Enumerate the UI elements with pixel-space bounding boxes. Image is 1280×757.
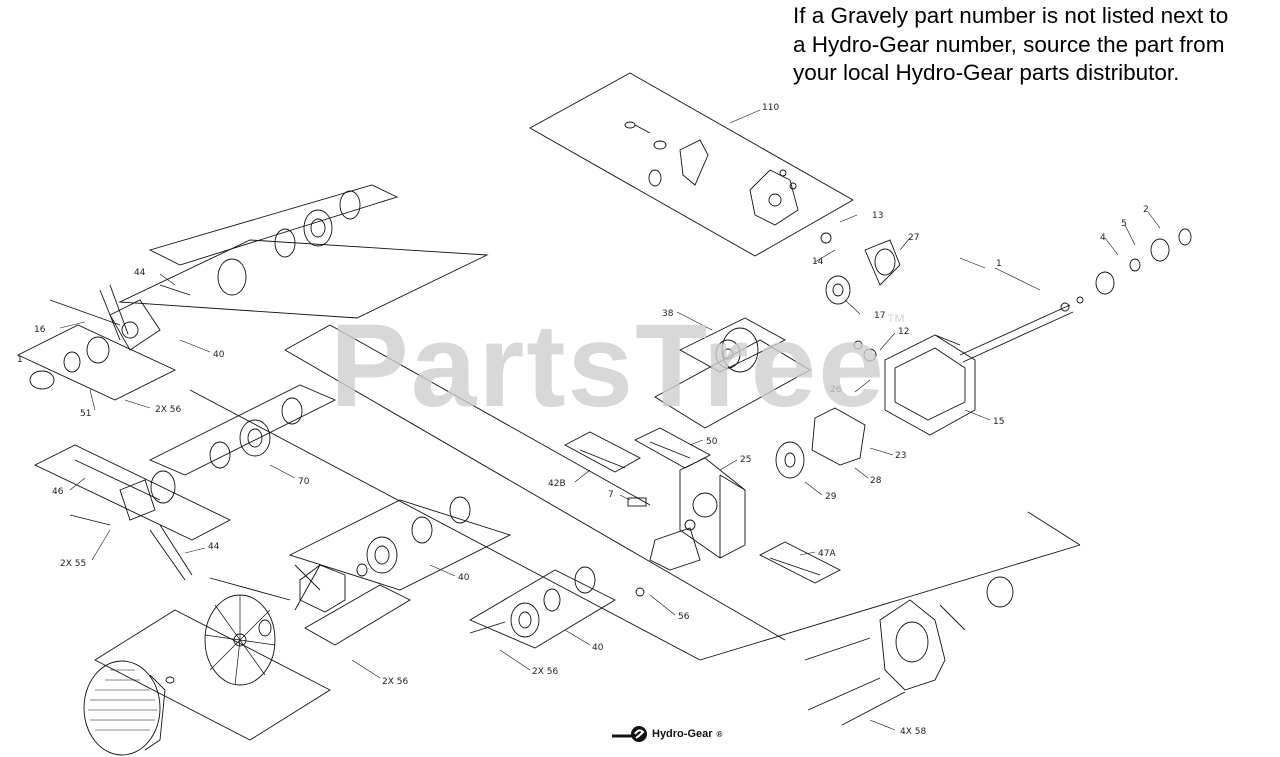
callout-40-middle: 40 <box>458 573 470 583</box>
callout-38: 38 <box>662 309 674 319</box>
middle-pump-box <box>148 384 337 476</box>
hydro-gear-swoosh-icon <box>612 726 647 742</box>
callout-13: 13 <box>872 211 883 221</box>
callout-12: 12 <box>898 327 909 337</box>
callout-1-left: 1 <box>17 355 23 365</box>
callout-46: 46 <box>52 487 64 497</box>
fan-assembly-box <box>94 609 331 741</box>
callout-25: 25 <box>740 455 751 465</box>
note-line-1: If a Gravely part number is not listed n… <box>793 3 1229 28</box>
note-line-3: your local Hydro-Gear parts distributor. <box>793 60 1180 85</box>
check-valves <box>564 427 841 584</box>
control-arm-parts <box>624 121 799 226</box>
leader-lines <box>59 109 1161 731</box>
gasket-28 <box>811 407 866 466</box>
callout-1: 1 <box>996 259 1002 269</box>
main-housing <box>853 334 976 436</box>
center-section <box>635 441 805 597</box>
callout-7: 7 <box>608 490 614 500</box>
callout-26: 26 <box>830 385 842 395</box>
cylinder-block <box>715 327 759 373</box>
callout-2: 2 <box>1143 205 1149 215</box>
callout-4x58: 4X 58 <box>900 727 926 737</box>
callout-110: 110 <box>762 103 779 113</box>
upper-left-components <box>29 190 361 390</box>
callout-5: 5 <box>1121 219 1127 229</box>
callout-14: 14 <box>812 257 824 267</box>
callout-2x55: 2X 55 <box>60 559 86 569</box>
middle-left-components <box>69 397 303 581</box>
callout-16: 16 <box>34 325 46 335</box>
callout-47a: 47A <box>818 549 836 559</box>
callout-50: 50 <box>706 437 718 447</box>
callout-27: 27 <box>908 233 919 243</box>
callout-42b: 42B <box>548 479 566 489</box>
hydro-gear-logo: Hydro-Gear® <box>612 724 722 744</box>
callout-2x56-lower: 2X 56 <box>382 677 408 687</box>
logo-text: Hydro-Gear <box>652 728 713 740</box>
swashplate-parts <box>820 232 901 305</box>
callout-56: 56 <box>678 612 690 622</box>
distributor-note: If a Gravely part number is not listed n… <box>793 2 1280 88</box>
callout-44-upper: 44 <box>134 268 146 278</box>
charge-pump-upper-box <box>118 239 489 319</box>
registered-symbol: ® <box>716 729 723 739</box>
callout-17: 17 <box>874 311 885 321</box>
input-shaft <box>959 228 1192 363</box>
lower-pump-components <box>209 496 471 613</box>
assembly-110-outline <box>529 72 854 257</box>
callout-23: 23 <box>895 451 906 461</box>
lower-center-pump-box <box>469 569 616 649</box>
lower-pump-box <box>288 499 512 591</box>
callout-4: 4 <box>1100 233 1106 243</box>
end-cap <box>804 576 1014 726</box>
callout-29: 29 <box>825 492 837 502</box>
end-cap-box <box>780 512 1085 680</box>
callout-44-lower: 44 <box>208 542 220 552</box>
callout-40-lower: 40 <box>592 643 604 653</box>
callout-40-upper: 40 <box>213 350 225 360</box>
callout-2x56-center: 2X 56 <box>532 667 558 677</box>
callout-70: 70 <box>298 477 310 487</box>
callout-51: 51 <box>80 409 91 419</box>
callout-15: 15 <box>993 417 1004 427</box>
lower-center-components <box>469 566 596 638</box>
callout-2x56-upper: 2X 56 <box>155 405 181 415</box>
callout-28: 28 <box>870 476 882 486</box>
fan-components <box>83 594 276 756</box>
cylinder-block-box <box>654 339 811 429</box>
note-line-2: a Hydro-Gear number, source the part fro… <box>793 31 1225 57</box>
